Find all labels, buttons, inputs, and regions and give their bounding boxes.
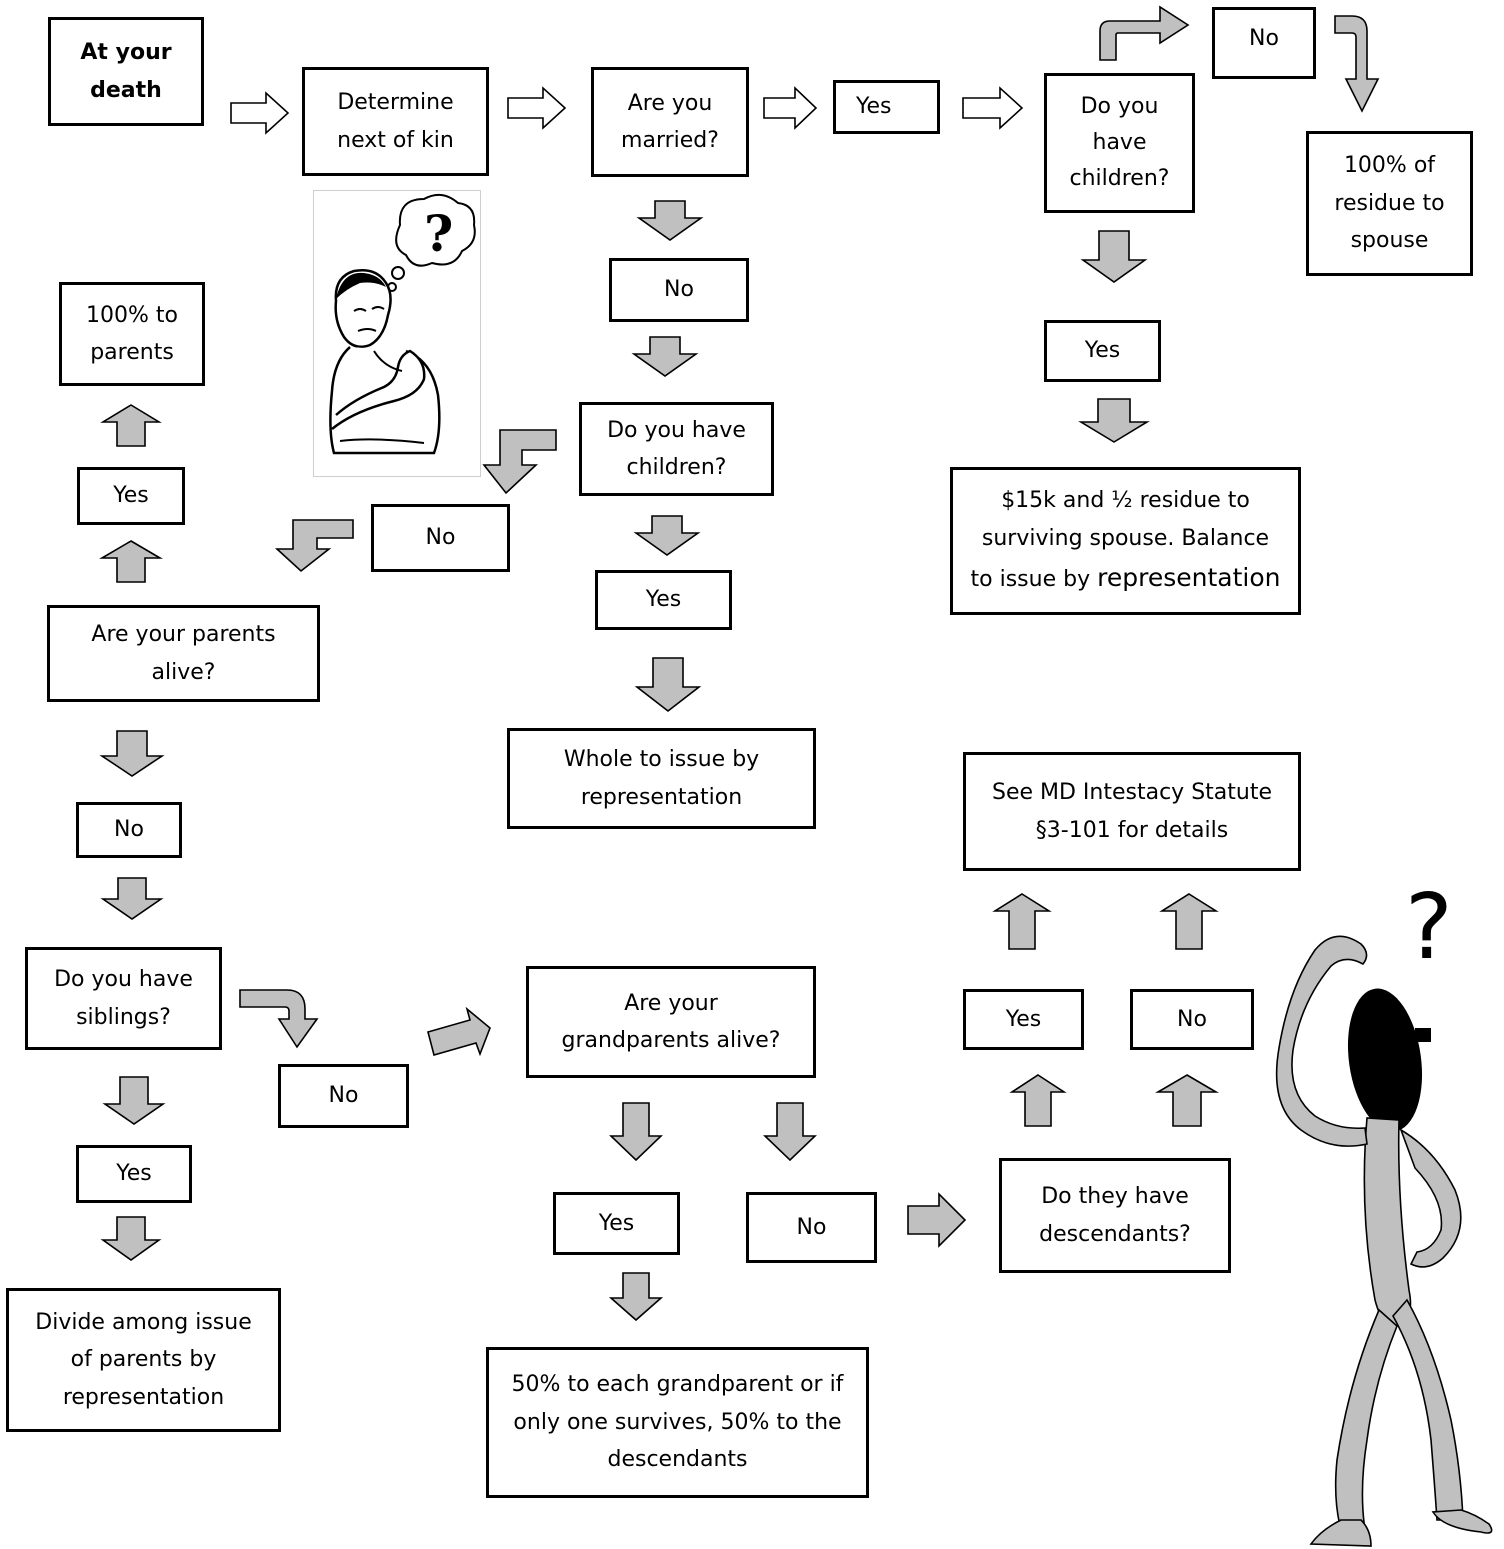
node-are-your-parents-alive: Are your parents alive? bbox=[47, 605, 320, 702]
node-married-no: No bbox=[609, 258, 749, 322]
node-whole-to-issue: Whole to issue by representation bbox=[507, 728, 816, 829]
arrow-diagonal-icon bbox=[427, 1006, 491, 1057]
arrow-right-icon bbox=[230, 91, 290, 135]
elbow-arrow-down-left-icon bbox=[274, 519, 354, 573]
node-descendants-no: No bbox=[1130, 989, 1254, 1050]
node-parents-yes: Yes bbox=[77, 467, 185, 525]
node-at-your-death: At your death bbox=[48, 17, 204, 126]
thinking-person-icon: ? bbox=[329, 193, 476, 455]
arrow-down-icon bbox=[99, 730, 165, 777]
arrow-down-icon bbox=[1078, 398, 1150, 443]
node-15k-representation: representation bbox=[1097, 563, 1281, 593]
thinking-person-clipart: ? bbox=[313, 190, 481, 477]
curved-arrow-down-icon bbox=[1334, 15, 1380, 113]
arrow-down-icon bbox=[634, 657, 702, 713]
arrow-down-icon bbox=[1080, 230, 1148, 283]
node-children-unmarried-yes: Yes bbox=[595, 570, 732, 630]
arrow-up-icon bbox=[1155, 1074, 1219, 1127]
question-mark-symbol: ? bbox=[1405, 875, 1453, 980]
arrow-up-icon bbox=[99, 540, 163, 583]
node-grandparents-yes: Yes bbox=[553, 1192, 680, 1255]
arrow-down-icon bbox=[631, 336, 699, 377]
arrow-down-icon bbox=[608, 1272, 664, 1322]
curved-arrow-up-right-icon bbox=[1099, 5, 1190, 61]
node-50-percent-grandparent: 50% to each grandparent or if only one s… bbox=[486, 1347, 869, 1498]
arrow-down-icon bbox=[609, 1102, 663, 1162]
node-siblings-yes: Yes bbox=[76, 1145, 192, 1203]
node-do-you-have-children-married: Do you have children? bbox=[1044, 73, 1195, 213]
node-siblings-no: No bbox=[278, 1064, 409, 1128]
node-do-you-have-siblings: Do you have siblings? bbox=[25, 947, 222, 1050]
node-100-to-parents: 100% to parents bbox=[59, 282, 205, 386]
elbow-arrow-down-left-icon bbox=[482, 429, 557, 495]
node-grandparents-no: No bbox=[746, 1192, 877, 1263]
node-children-married-no: No bbox=[1212, 7, 1316, 79]
arrow-down-icon bbox=[102, 1076, 166, 1125]
arrow-down-icon bbox=[763, 1102, 817, 1162]
arrow-up-icon bbox=[1009, 1074, 1067, 1127]
node-children-unmarried-no: No bbox=[371, 504, 510, 572]
node-see-md-intestacy-statute: See MD Intestacy Statute §3-101 for deta… bbox=[963, 752, 1301, 871]
question-mark-symbol: ? bbox=[424, 204, 453, 263]
arrow-right-icon bbox=[907, 1192, 967, 1248]
arrow-right-icon bbox=[763, 86, 818, 130]
node-descendants-yes: Yes bbox=[963, 989, 1084, 1050]
node-children-married-yes: Yes bbox=[1044, 320, 1161, 382]
node-do-you-have-children-unmarried: Do you have children? bbox=[579, 402, 774, 496]
node-100-residue-to-spouse: 100% of residue to spouse bbox=[1306, 131, 1473, 276]
node-do-they-have-descendants: Do they have descendants? bbox=[999, 1158, 1231, 1273]
node-15k-text: $15k and ½ residue to surviving spouse. … bbox=[970, 488, 1270, 593]
arrow-up-icon bbox=[1159, 893, 1219, 950]
arrow-down-icon bbox=[100, 1216, 162, 1261]
node-married-yes: Yes bbox=[833, 80, 940, 134]
node-are-your-grandparents-alive: Are your grandparents alive? bbox=[526, 966, 816, 1078]
curved-arrow-down-right-icon bbox=[239, 989, 319, 1049]
arrow-right-icon bbox=[507, 86, 567, 130]
arrow-down-icon bbox=[636, 200, 704, 241]
node-are-you-married: Are you married? bbox=[591, 67, 749, 177]
arrow-up-icon bbox=[100, 404, 162, 447]
confused-stick-figure-icon: ? bbox=[1275, 875, 1493, 1547]
arrow-right-icon bbox=[962, 86, 1024, 130]
arrow-down-icon bbox=[100, 877, 164, 920]
node-parents-no: No bbox=[76, 802, 182, 858]
arrow-down-icon bbox=[633, 515, 701, 556]
arrow-up-icon bbox=[992, 893, 1052, 950]
node-determine-next-of-kin: Determine next of kin bbox=[302, 67, 489, 176]
node-divide-among-issue-of-parents: Divide among issue of parents by represe… bbox=[6, 1288, 281, 1432]
node-15k-half-residue: $15k and ½ residue to surviving spouse. … bbox=[950, 467, 1301, 615]
